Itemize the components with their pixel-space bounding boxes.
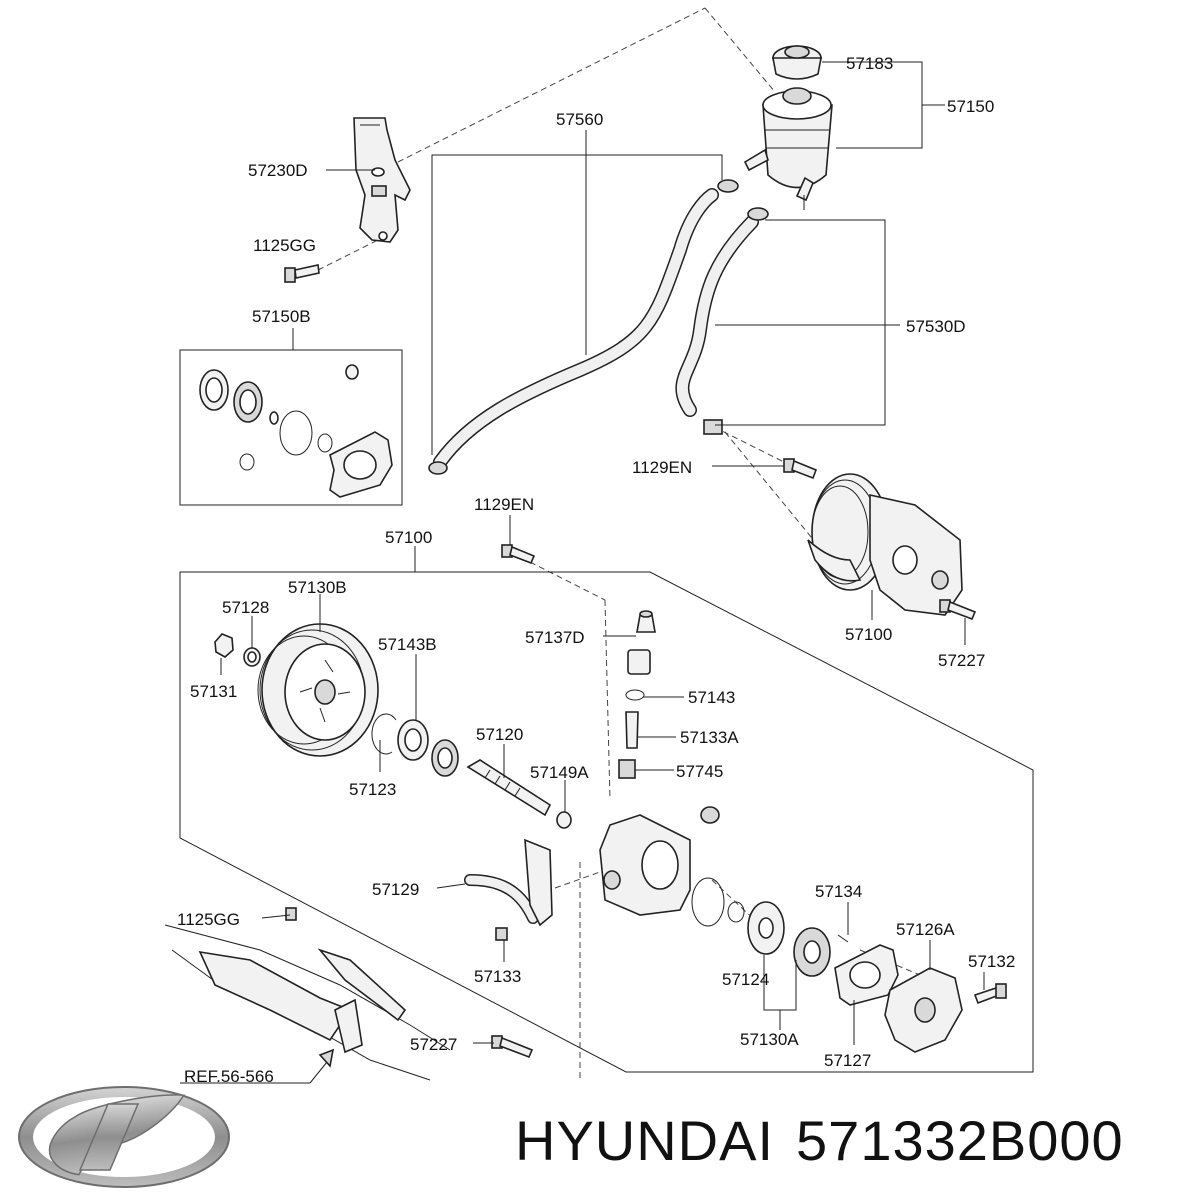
label-57132: 57132 (968, 952, 1015, 971)
label-57123: 57123 (349, 780, 396, 799)
leader-lines (180, 61, 985, 1084)
pump-body (599, 806, 720, 916)
label-1129en-mid: 1129EN (474, 495, 534, 514)
label-57150: 57150 (947, 97, 994, 116)
label-57130b: 57130B (288, 578, 347, 597)
label-57143: 57143 (688, 688, 735, 707)
label-57130a: 57130A (740, 1030, 799, 1049)
label-57133a: 57133A (680, 728, 739, 747)
label-57126a: 57126A (896, 920, 955, 939)
hose-57530d (675, 207, 769, 435)
steering-rack-reference (164, 907, 451, 1081)
pump-assembly-box (179, 571, 1034, 1073)
label-1125gg-bottom: 1125GG (177, 910, 240, 929)
bolt-57133 (495, 927, 508, 941)
seal-kit-parts (199, 364, 393, 498)
label-57100-pump: 57100 (845, 625, 892, 644)
part-number: 571332B000 (796, 1109, 1124, 1172)
pump-internal-parts (691, 877, 963, 1053)
label-57227-bottom: 57227 (410, 1035, 457, 1054)
valve-57143-parts (618, 649, 651, 779)
washer-57128 (243, 647, 261, 667)
bolt-57132 (973, 983, 1007, 1005)
label-57560: 57560 (556, 110, 603, 129)
bushing-57149a (556, 811, 572, 829)
pulley-57130b (257, 623, 379, 757)
bolt-57227-bottom (491, 1035, 534, 1059)
bolt-1129en-right (783, 458, 818, 480)
product-title: HYUNDAI 571332B000 (515, 1108, 1195, 1173)
label-57131: 57131 (190, 682, 237, 701)
bearing-57143b (397, 719, 429, 761)
fitting-57137d (636, 610, 656, 633)
label-1129en-right: 1129EN (632, 458, 692, 477)
label-57124: 57124 (722, 970, 769, 989)
label-57745: 57745 (676, 762, 723, 781)
bracket-57230d (353, 117, 411, 243)
label-57230d: 57230D (248, 161, 308, 180)
snap-ring-57123 (371, 713, 397, 755)
hose-57560 (428, 179, 739, 475)
label-57120: 57120 (476, 725, 523, 744)
reservoir-tank (743, 87, 833, 210)
pump-assembly-view (807, 473, 963, 616)
label-57150b: 57150B (252, 307, 311, 326)
label-57133: 57133 (474, 967, 521, 986)
label-1125gg-top: 1125GG (253, 236, 316, 255)
label-57128: 57128 (222, 598, 269, 617)
seal-57143b-2 (431, 739, 459, 777)
bolt-57227-pump (939, 599, 977, 621)
label-57530d: 57530D (906, 317, 966, 336)
reservoir-cap (772, 45, 822, 80)
bolt-1125gg-top (284, 264, 320, 283)
label-57137d: 57137D (525, 628, 585, 647)
label-57149a: 57149A (530, 763, 589, 782)
label-57127: 57127 (824, 1051, 871, 1070)
label-57227-pump: 57227 (938, 651, 985, 670)
label-57143b: 57143B (378, 635, 437, 654)
label-ref-56-566: REF.56-566 (184, 1067, 274, 1086)
hyundai-logo (18, 1086, 230, 1188)
label-57129: 57129 (372, 880, 419, 899)
pipe-57129 (464, 838, 553, 927)
label-57100-main: 57100 (385, 528, 432, 547)
brand-name: HYUNDAI (515, 1109, 775, 1172)
bolt-1129en-mid (501, 544, 536, 565)
seal-kit-box (179, 349, 403, 506)
shaft-57120 (466, 759, 552, 817)
part-labels: 57183 57150 57560 57230D 1125GG 57150B 5… (177, 54, 1015, 1086)
label-57183: 57183 (846, 54, 893, 73)
label-57134: 57134 (815, 882, 862, 901)
nut-57131 (214, 633, 234, 658)
